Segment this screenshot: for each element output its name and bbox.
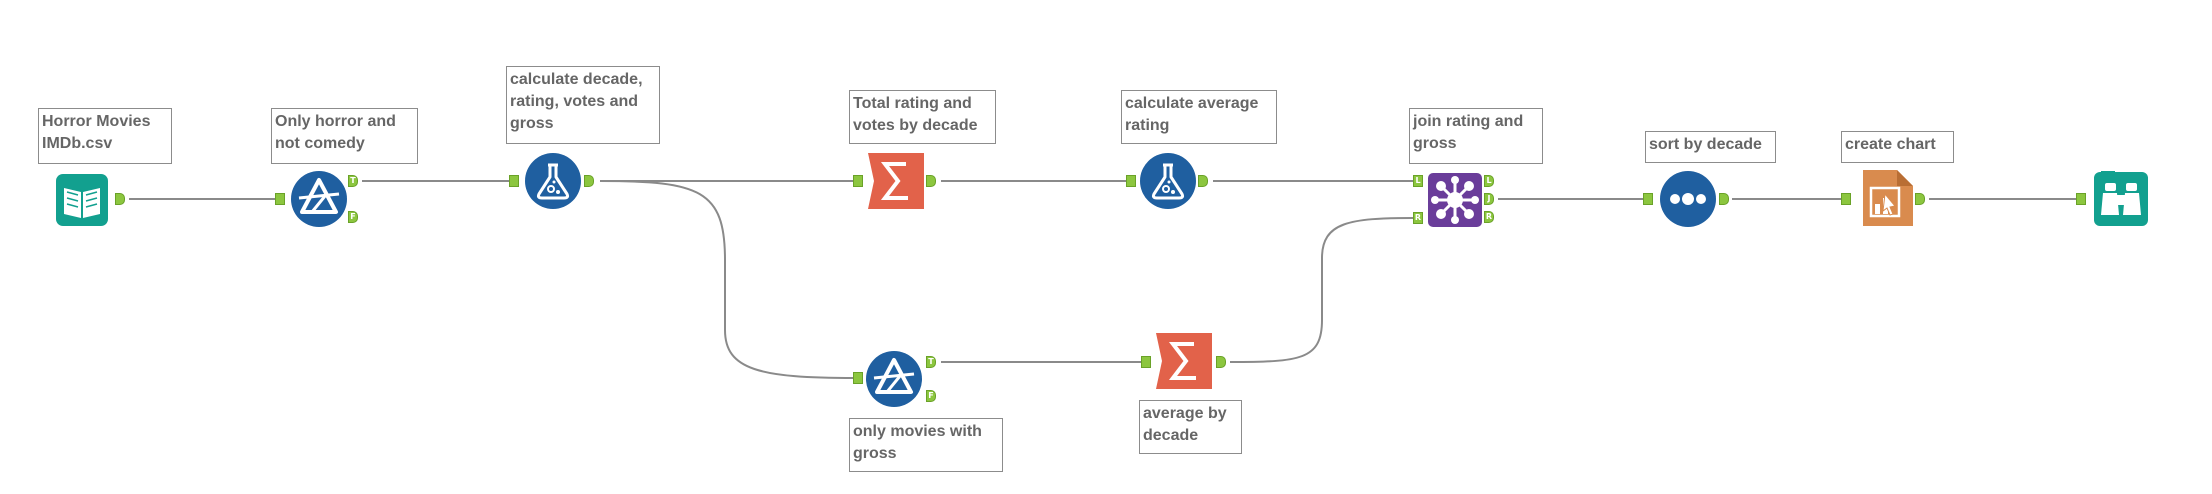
annotation-line: calculate decade, <box>510 71 643 88</box>
annotation-line: Only horror and <box>275 113 396 130</box>
filter-tool-2[interactable] <box>865 350 923 408</box>
formula1-input-anchor[interactable] <box>509 175 519 187</box>
filter-icon <box>866 351 922 407</box>
join-icon <box>1428 173 1482 227</box>
flask-icon <box>525 153 581 209</box>
summarize-tool-1[interactable] <box>868 153 924 209</box>
join-right-output-anchor[interactable]: R <box>1484 211 1494 223</box>
interactive-chart-tool[interactable] <box>1857 170 1913 226</box>
annotation-line: gross <box>510 115 554 132</box>
annotation-sort: sort by decade <box>1645 131 1776 163</box>
input-data-tool[interactable] <box>54 172 110 228</box>
sort-tool[interactable] <box>1659 170 1717 228</box>
filter2-false-anchor[interactable]: F <box>926 390 936 402</box>
chart-input-anchor[interactable] <box>1841 193 1851 205</box>
annotation-filter2: only movies with gross <box>849 418 1003 472</box>
annotation-line: join rating and <box>1413 113 1524 130</box>
binoculars-icon <box>2094 171 2148 226</box>
annotation-line: only movies with <box>853 423 982 440</box>
annotation-line: IMDb.csv <box>42 135 113 152</box>
sort-icon <box>1660 171 1716 227</box>
annotation-line: calculate average <box>1125 95 1259 112</box>
filter2-true-anchor[interactable]: T <box>926 356 936 368</box>
annotation-line: decade <box>1143 427 1199 444</box>
summarize2-input-anchor[interactable] <box>1141 356 1151 368</box>
annotation-input: Horror Movies IMDb.csv <box>38 108 172 164</box>
annotation-line: sort by decade <box>1649 136 1762 153</box>
annotation-line: gross <box>1413 135 1457 152</box>
summarize2-output-anchor[interactable] <box>1216 356 1226 368</box>
annotation-join: join rating and gross <box>1409 108 1543 164</box>
summarize1-output-anchor[interactable] <box>926 175 936 187</box>
annotation-filter1: Only horror and not comedy <box>271 108 418 164</box>
filter1-false-anchor[interactable]: F <box>348 211 358 223</box>
summarize-tool-2[interactable] <box>1156 333 1212 389</box>
chart-report-icon <box>1863 170 1913 226</box>
browse-input-anchor[interactable] <box>2076 193 2086 205</box>
formula-tool-2[interactable] <box>1139 152 1197 210</box>
formula-tool-1[interactable] <box>524 152 582 210</box>
annotation-line: Total rating and <box>853 95 972 112</box>
filter-icon <box>291 171 347 227</box>
summarize1-input-anchor[interactable] <box>853 175 863 187</box>
filter1-true-anchor[interactable]: T <box>348 175 358 187</box>
annotation-summarize2: average by decade <box>1139 400 1242 454</box>
annotation-line: rating, votes and <box>510 93 639 110</box>
join-left-input-anchor[interactable]: L <box>1413 175 1423 187</box>
annotation-summarize1: Total rating and votes by decade <box>849 90 996 144</box>
join-left-output-anchor[interactable]: L <box>1484 175 1494 187</box>
sigma-icon <box>1156 333 1212 389</box>
formula1-output-anchor[interactable] <box>584 175 594 187</box>
browse-tool[interactable] <box>2093 171 2149 227</box>
sort-input-anchor[interactable] <box>1643 193 1653 205</box>
annotation-line: not comedy <box>275 135 365 152</box>
annotation-line: gross <box>853 445 897 462</box>
join-right-input-anchor[interactable]: R <box>1413 212 1423 224</box>
annotation-line: votes by decade <box>853 117 978 134</box>
join-joined-output-anchor[interactable]: J <box>1484 193 1494 205</box>
annotation-line: average by <box>1143 405 1227 422</box>
formula2-input-anchor[interactable] <box>1126 175 1136 187</box>
sort-output-anchor[interactable] <box>1719 193 1729 205</box>
filter-tool-1[interactable] <box>290 170 348 228</box>
filter2-input-anchor[interactable] <box>853 372 863 384</box>
book-icon <box>56 174 108 226</box>
sigma-icon <box>868 153 924 209</box>
wire-summarize2-to-join-right[interactable] <box>1229 217 1414 363</box>
formula2-output-anchor[interactable] <box>1198 175 1208 187</box>
flask-icon <box>1140 153 1196 209</box>
filter1-input-anchor[interactable] <box>275 193 285 205</box>
annotation-line: create chart <box>1845 136 1936 153</box>
annotation-line: rating <box>1125 117 1170 134</box>
wire-formula1-to-filter2[interactable] <box>599 180 856 379</box>
input-output-anchor[interactable] <box>115 193 125 205</box>
join-tool[interactable] <box>1427 172 1483 228</box>
annotation-formula2: calculate average rating <box>1121 90 1277 144</box>
chart-output-anchor[interactable] <box>1915 193 1925 205</box>
annotation-chart: create chart <box>1841 131 1954 163</box>
annotation-formula1: calculate decade, rating, votes and gros… <box>506 66 660 144</box>
annotation-line: Horror Movies <box>42 113 151 130</box>
